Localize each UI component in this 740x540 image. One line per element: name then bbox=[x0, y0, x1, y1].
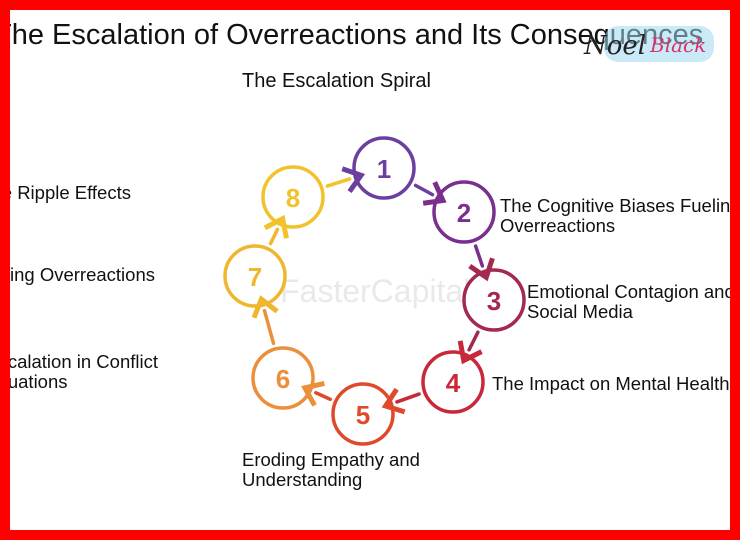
step-6-label-line1: Escalation in Conflict bbox=[10, 351, 158, 372]
step-5-label-line1: Eroding Empathy and bbox=[242, 449, 420, 470]
connector-1 bbox=[413, 183, 435, 197]
step-2-label: The Cognitive Biases Fueling Overreactio… bbox=[500, 196, 730, 236]
step-number-4: 4 bbox=[446, 368, 461, 398]
chevron-arrow-icon bbox=[263, 214, 289, 239]
step-6-label: Escalation in Conflict Situations bbox=[10, 352, 158, 392]
step-7-label: Managing Overreactions bbox=[10, 265, 155, 285]
connector-6 bbox=[262, 308, 276, 346]
connector-3 bbox=[467, 330, 480, 352]
watermark-text: FasterCapital bbox=[280, 273, 470, 309]
step-3-label: Emotional Contagion and Social Media bbox=[527, 282, 730, 322]
step-8-label: The Ripple Effects bbox=[10, 183, 131, 203]
step-circle-1 bbox=[352, 136, 416, 200]
step-circle-3 bbox=[462, 268, 526, 332]
step-3-label-line2: Social Media bbox=[527, 301, 633, 322]
chevron-arrow-icon bbox=[422, 181, 447, 206]
page-frame: The Escalation of Overreactions and Its … bbox=[10, 10, 730, 530]
step-2-label-line1: The Cognitive Biases Fueling bbox=[500, 195, 730, 216]
chevron-arrow-icon bbox=[301, 381, 325, 407]
step-circle-4 bbox=[421, 350, 485, 414]
chevron-arrow-icon bbox=[468, 257, 495, 282]
connector-8 bbox=[325, 177, 352, 188]
step-circle-8 bbox=[261, 165, 325, 229]
step-number-8: 8 bbox=[286, 183, 300, 213]
noel-black-logo: Noel Black bbox=[583, 26, 714, 62]
chevron-arrow-icon bbox=[381, 387, 406, 415]
step-circle-2 bbox=[432, 180, 496, 244]
chevron-arrow-icon bbox=[457, 340, 483, 365]
step-4-label-line1: The Impact on Mental Health bbox=[492, 373, 730, 394]
escalation-spiral-diagram: FasterCapital 1 2 3 4 5 6 7 8 bbox=[223, 136, 526, 446]
step-circle-7 bbox=[223, 244, 287, 308]
step-6-label-line2: Situations bbox=[10, 371, 68, 392]
step-5-label: Eroding Empathy and Understanding bbox=[242, 450, 420, 490]
connector-7 bbox=[268, 227, 280, 246]
step-circle-5 bbox=[331, 382, 395, 446]
svg-text:Noel: Noel bbox=[583, 31, 646, 61]
chevron-arrow-icon bbox=[251, 295, 279, 319]
chevron-arrow-icon bbox=[341, 166, 366, 194]
step-number-2: 2 bbox=[457, 198, 471, 228]
step-4-label: The Impact on Mental Health bbox=[492, 374, 730, 394]
step-circle-6 bbox=[251, 346, 315, 410]
connector-5 bbox=[314, 391, 332, 401]
svg-text:Black: Black bbox=[649, 33, 706, 57]
step-number-6: 6 bbox=[276, 364, 290, 394]
step-8-label-line1: The Ripple Effects bbox=[10, 182, 131, 203]
page-title: The Escalation of Overreactions and Its … bbox=[10, 19, 704, 51]
step-number-1: 1 bbox=[377, 154, 391, 184]
connector-4 bbox=[395, 392, 421, 404]
step-5-label-line2: Understanding bbox=[242, 469, 363, 490]
diagram-subtitle: The Escalation Spiral bbox=[242, 70, 431, 92]
step-number-7: 7 bbox=[248, 262, 262, 292]
step-7-label-line1: Managing Overreactions bbox=[10, 264, 155, 285]
connector-2 bbox=[473, 244, 485, 268]
step-3-label-line1: Emotional Contagion and bbox=[527, 281, 730, 302]
step-number-3: 3 bbox=[487, 286, 501, 316]
step-2-label-line2: Overreactions bbox=[500, 215, 616, 236]
step-number-5: 5 bbox=[356, 400, 370, 430]
